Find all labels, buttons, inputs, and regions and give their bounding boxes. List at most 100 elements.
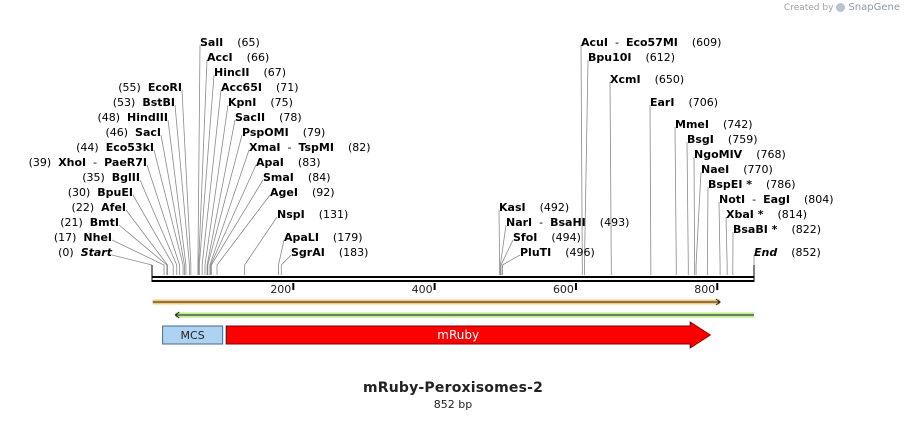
site-position <box>141 81 148 94</box>
site-name: AfeI <box>101 201 126 214</box>
site-leader-smai <box>210 179 264 275</box>
site-leader-pspomi <box>207 134 243 275</box>
site-label-ecori: (55) EcoRI <box>118 81 182 94</box>
site-position: (742) <box>723 118 753 131</box>
site-position <box>632 51 646 64</box>
site-position: (35) <box>82 171 105 184</box>
site-position <box>128 126 135 139</box>
site-name: NheI <box>83 231 112 244</box>
site-label-end: End (852) <box>754 246 821 259</box>
site-label-start: (0) Start <box>58 246 113 259</box>
site-label-acci: AccI (66) <box>207 51 269 64</box>
site-label-naei: NaeI (770) <box>701 163 773 176</box>
site-leader-mmei <box>674 126 677 275</box>
site-leader-sgrai <box>280 254 292 275</box>
site-leader-xmai <box>209 149 250 275</box>
site-label-saci: (46) SacI <box>105 126 161 139</box>
site-position <box>334 141 348 154</box>
site-position: (22) <box>72 201 95 214</box>
site-name: HindIII <box>127 111 168 124</box>
site-position: (17) <box>54 231 77 244</box>
site-name: BsaHI <box>550 216 586 229</box>
site-position <box>551 246 565 259</box>
site-label-pspomi: PspOMI (79) <box>242 126 325 139</box>
site-name: * <box>754 208 764 221</box>
site-leader-bpuei <box>132 194 174 275</box>
site-position: (852) <box>791 246 821 259</box>
site-position <box>319 231 333 244</box>
site-position: (786) <box>766 178 796 191</box>
site-position: (131) <box>319 208 349 221</box>
snapgene-logo-icon <box>836 3 846 12</box>
site-position <box>674 96 688 109</box>
site-position <box>714 133 728 146</box>
site-position <box>265 111 279 124</box>
site-leader-apai <box>210 164 257 275</box>
site-name: XbaI <box>726 208 754 221</box>
site-name: * <box>768 223 778 236</box>
site-name: NarI <box>506 216 532 229</box>
site-label-afei: (22) AfeI <box>72 201 126 214</box>
plasmid-name: mRuby-Peroxisomes-2 <box>362 380 544 396</box>
site-leader-eco53ki <box>153 149 184 275</box>
site-leader-sali <box>197 44 201 275</box>
site-label-xcmi: XcmI (650) <box>610 73 684 86</box>
site-label-eco53ki: (44) Eco53kI <box>76 141 154 154</box>
site-label-bsgi: BsgI (759) <box>687 133 758 146</box>
site-position: (759) <box>728 133 758 146</box>
site-position: (82) <box>348 141 371 154</box>
site-label-bstbi: (53) BstBI <box>113 96 175 109</box>
site-label-mmei: MmeI (742) <box>675 118 753 131</box>
site-leader-noti <box>718 201 721 275</box>
site-position <box>777 223 791 236</box>
site-leader-bpu10i <box>584 59 589 275</box>
site-name: NotI <box>719 193 745 206</box>
site-position <box>262 81 276 94</box>
site-leader-agei <box>216 194 271 275</box>
site-position: - <box>532 216 550 229</box>
site-label-sfoi: SfoI (494) <box>513 231 581 244</box>
site-name: Bpu10I <box>588 51 632 64</box>
site-label-bsabi: BsaBI * (822) <box>733 223 821 236</box>
site-position <box>250 66 264 79</box>
site-leader-kasi <box>498 209 501 275</box>
site-name: ApaLI <box>284 231 319 244</box>
site-position: (75) <box>270 96 293 109</box>
site-position <box>105 171 112 184</box>
site-name: AgeI <box>270 186 298 199</box>
site-name: KasI <box>499 201 526 214</box>
feature-mcs-box <box>162 325 224 345</box>
site-name: AcuI <box>581 36 608 49</box>
site-label-nari: NarI - BsaHI (493) <box>506 216 629 229</box>
site-position <box>641 73 655 86</box>
site-position: (21) <box>60 216 83 229</box>
site-label-agei: AgeI (92) <box>270 186 335 199</box>
site-name: KpnI <box>228 96 256 109</box>
site-leader-xbai <box>725 216 728 275</box>
site-name: End <box>754 246 777 259</box>
site-label-bpu10i: Bpu10I (612) <box>588 51 675 64</box>
site-label-nspi: NspI (131) <box>277 208 348 221</box>
site-label-kasi: KasI (492) <box>499 201 569 214</box>
site-label-hincii: HincII (67) <box>214 66 286 79</box>
site-label-bglii: (35) BglII <box>82 171 140 184</box>
site-name: BspEI <box>708 178 742 191</box>
site-position: - <box>280 141 298 154</box>
site-name: EcoRI <box>148 81 182 94</box>
site-leader-hindiii <box>167 119 187 275</box>
sequence-backbone <box>151 265 755 282</box>
site-name: NspI <box>277 208 305 221</box>
site-labels: (0) Start(17) NheI(21) BmtI(22) AfeI(30)… <box>29 36 834 259</box>
site-label-acui: AcuI - Eco57MI (609) <box>581 36 721 49</box>
site-name: EarI <box>650 96 674 109</box>
site-position <box>289 126 303 139</box>
site-name: EagI <box>763 193 790 206</box>
site-position: - <box>86 156 104 169</box>
site-position <box>763 208 777 221</box>
site-position: (492) <box>540 201 570 214</box>
site-leader-nspi <box>244 216 278 275</box>
site-position <box>526 201 540 214</box>
site-name: PspOMI <box>242 126 289 139</box>
site-position <box>135 96 142 109</box>
